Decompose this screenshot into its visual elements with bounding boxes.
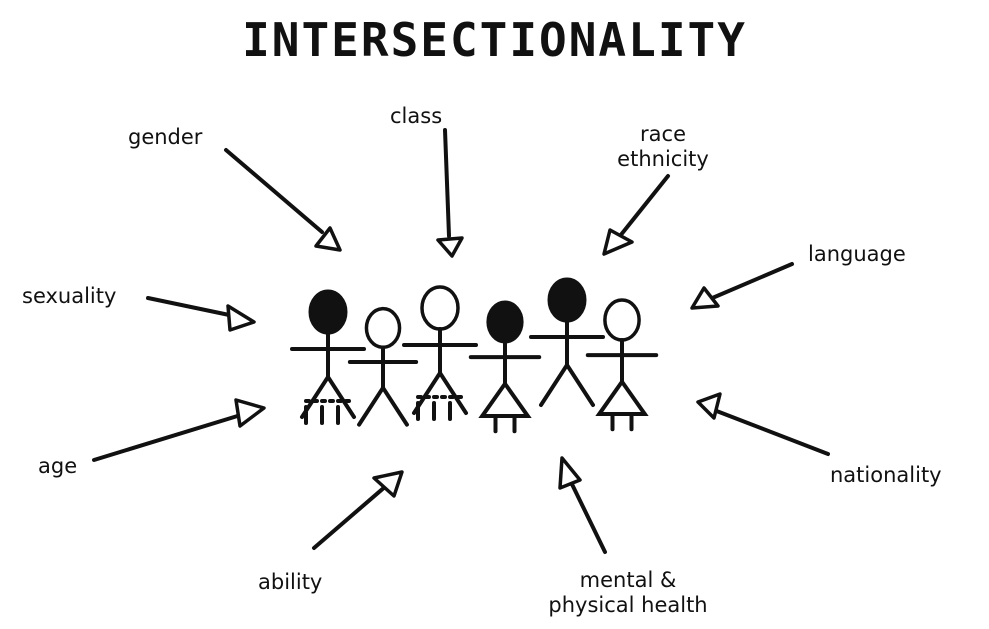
stick-figure xyxy=(350,309,416,425)
stick-figure xyxy=(471,302,539,431)
figure-head xyxy=(310,291,346,333)
arrow-age xyxy=(94,400,264,460)
stick-figure xyxy=(404,287,476,419)
arrow-mental-physical-health xyxy=(560,458,605,552)
arrow-nationality xyxy=(698,394,828,454)
figure-head xyxy=(605,300,639,340)
arrow-gender xyxy=(226,150,340,250)
figure-head xyxy=(422,287,458,329)
arrow-ability xyxy=(314,472,402,548)
arrow-language xyxy=(692,264,792,308)
arrow-race-ethnicity xyxy=(604,176,668,254)
figure-head xyxy=(488,302,522,342)
stick-figure xyxy=(292,291,364,423)
arrow-sexuality xyxy=(148,298,254,330)
stick-figure xyxy=(588,300,656,429)
stick-figure xyxy=(531,279,603,405)
arrow-class xyxy=(438,130,462,256)
stick-figures-group xyxy=(292,279,656,431)
figure-head xyxy=(366,309,399,348)
figure-head xyxy=(549,279,585,321)
